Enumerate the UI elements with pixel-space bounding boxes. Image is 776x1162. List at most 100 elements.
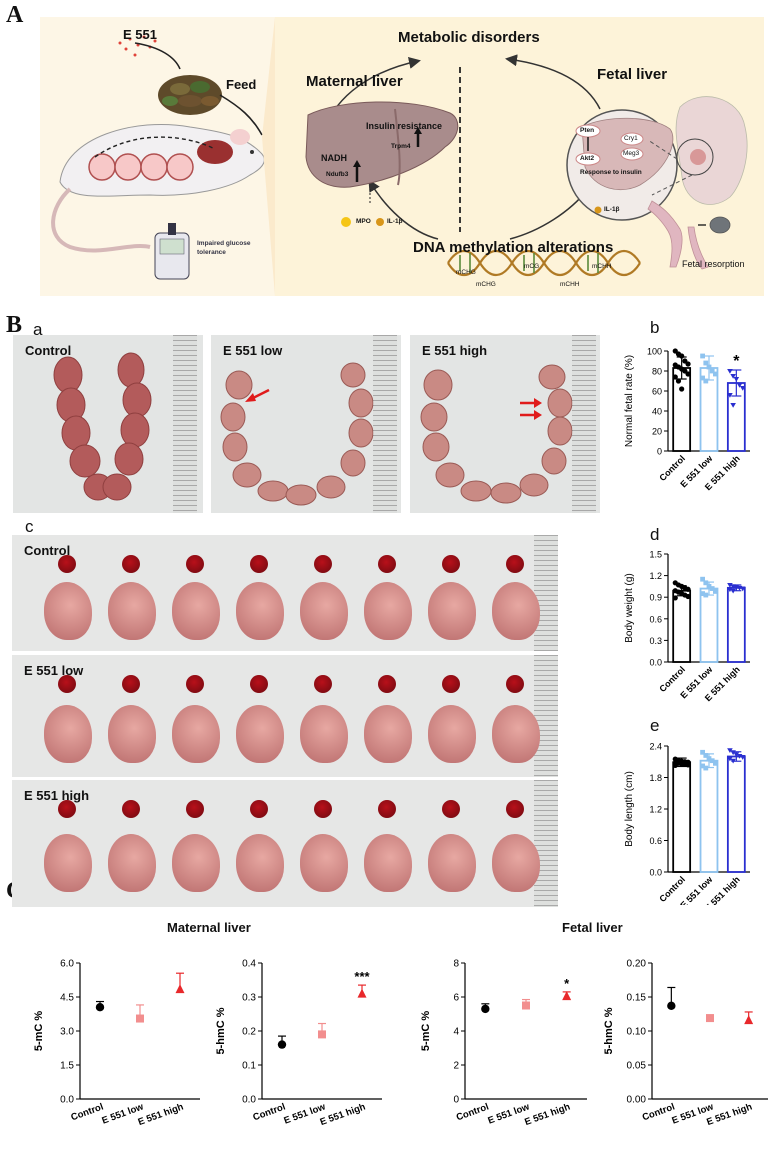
data-point [703, 378, 709, 384]
bar [699, 759, 719, 873]
fetus-sample [236, 705, 284, 763]
y-tick-label: 40 [652, 407, 662, 417]
mpo-label: MPO [356, 218, 371, 225]
placenta-sample [442, 675, 460, 693]
y-tick-label: 6 [453, 993, 459, 1004]
data-point [672, 762, 678, 769]
fetus-illustration [647, 96, 748, 205]
fetal-resorption-label: Fetal resorption [682, 259, 745, 269]
data-point [739, 386, 746, 391]
subpanel-label-a: a [33, 320, 43, 339]
y-axis-label: 5-mC % [33, 1011, 45, 1052]
y-tick-label: 0.10 [627, 1027, 647, 1038]
y-tick-label: 1.2 [649, 805, 662, 815]
y-tick-label: 0.6 [649, 836, 662, 846]
y-tick-label: 0.3 [242, 993, 256, 1004]
fetus-sample [428, 834, 476, 892]
data-point [685, 586, 691, 592]
data-point [730, 403, 736, 408]
placenta-sample [186, 675, 204, 693]
placenta-sample [122, 675, 140, 693]
maternal-liver-label: Maternal liver [306, 73, 403, 90]
data-point [522, 1001, 530, 1010]
y-tick-label: 0.0 [242, 1095, 256, 1106]
placenta-sample [186, 555, 204, 573]
data-point [706, 584, 712, 589]
data-point [713, 760, 718, 766]
y-tick-label: 1.2 [649, 571, 662, 581]
placenta-sample [58, 555, 76, 573]
pten-label: Pten [580, 127, 595, 134]
placenta-sample [250, 800, 268, 818]
mchg-label-1: mCHG [456, 269, 476, 276]
data-point [730, 758, 736, 764]
mouse-illustration [51, 124, 265, 253]
photo-uterus-control: Control [13, 335, 203, 513]
data-point [685, 361, 691, 367]
placenta-sample [314, 555, 332, 573]
data-point [727, 748, 733, 753]
il1b-fetal-label: IL-1β [604, 206, 620, 213]
response-to-insulin-label: Response to insulin [580, 169, 642, 176]
arrow-dna-to-maternal [368, 179, 439, 240]
y-tick-label: 0 [453, 1095, 459, 1106]
data-point [709, 758, 715, 764]
fetus-sample [300, 705, 348, 763]
y-tick-label: 0 [657, 447, 662, 457]
mchh-label-2: mCHH [560, 281, 580, 288]
x-tick-label: Control [70, 1101, 106, 1123]
dna-helix [447, 249, 641, 277]
fetus-sample [108, 834, 156, 892]
arrow-fetal-to-metabolic [505, 54, 601, 110]
fetus-sample [300, 582, 348, 640]
data-point [730, 750, 736, 756]
data-point [277, 1040, 287, 1049]
y-axis-label: Body length (cm) [624, 771, 635, 847]
fetus-sample [172, 705, 220, 763]
data-point [744, 1015, 754, 1025]
mpo-marker [341, 217, 351, 227]
y-tick-label: 0.20 [627, 959, 647, 970]
placenta-sample [506, 675, 524, 693]
fetal-liver-label: Fetal liver [597, 66, 668, 83]
y-tick-label: 100 [647, 347, 662, 357]
maternal-liver-shape [305, 101, 459, 188]
fetus-sample [492, 705, 540, 763]
placenta-sample [378, 675, 396, 693]
y-tick-label: 80 [652, 367, 662, 377]
photo-fetus-high-title: E 551 high [24, 788, 90, 803]
il1b-fetal-marker [594, 206, 602, 214]
x-tick-label: E 551 high [137, 1101, 186, 1128]
data-point [727, 393, 733, 398]
placenta-sample [378, 800, 396, 818]
data-point [175, 984, 185, 994]
feed-label: Feed [226, 77, 257, 92]
data-point [739, 755, 746, 760]
fetus-sample [44, 834, 92, 892]
data-point [672, 595, 678, 601]
data-point [703, 580, 709, 586]
insulin-resistance-label: Insulin resistance [366, 121, 443, 131]
y-tick-label: 0.2 [242, 1027, 256, 1038]
y-tick-label: 0.1 [242, 1061, 256, 1072]
placenta-sample [250, 555, 268, 573]
schematic-drawing [51, 17, 748, 296]
metabolic-disorders-label: Metabolic disorders [398, 29, 540, 46]
meg3-label: Meg3 [623, 150, 640, 157]
x-tick-label: E 551 high [523, 1101, 572, 1128]
panel-label-b: B [6, 312, 23, 338]
y-tick-label: 0.0 [649, 658, 662, 668]
data-point [733, 377, 740, 382]
photo-uterus-low-title: E 551 low [223, 343, 283, 358]
data-point [95, 1003, 105, 1012]
data-point [481, 1004, 490, 1014]
data-point [136, 1014, 144, 1023]
data-point [730, 374, 736, 379]
data-point [703, 360, 709, 366]
y-axis-label: Normal fetal rate (%) [624, 355, 635, 447]
data-point [709, 586, 715, 591]
ndufb3-label: Ndufb3 [326, 171, 349, 178]
data-point [700, 763, 705, 769]
